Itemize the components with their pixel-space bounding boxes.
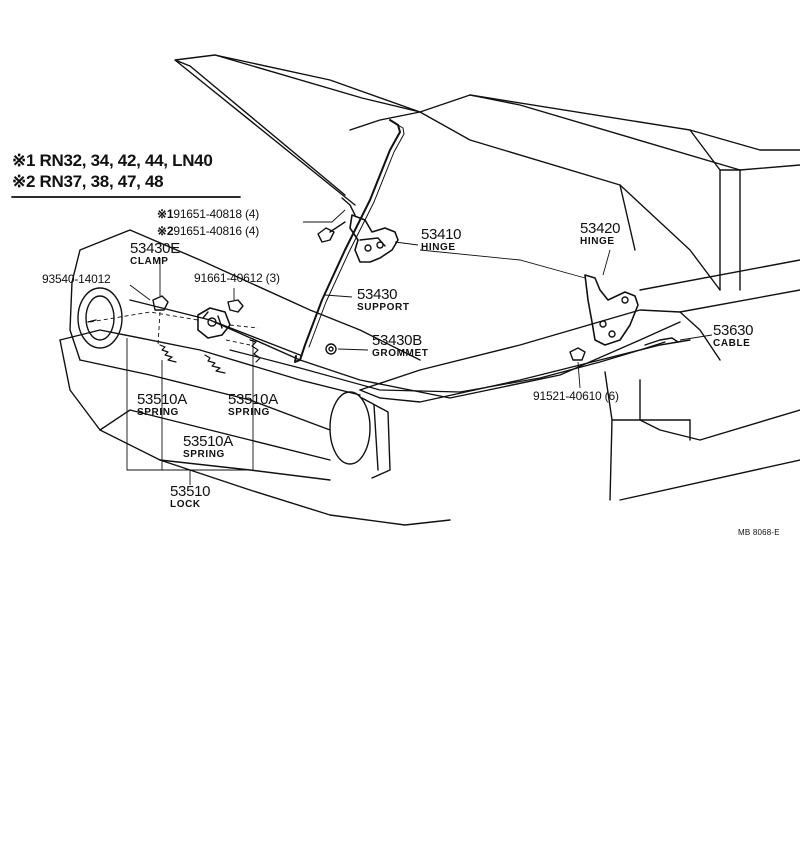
hinge-left-name: HINGE	[421, 242, 456, 253]
bolt-mark-2: ※2	[157, 224, 174, 238]
cable-name: CABLE	[713, 338, 751, 349]
legend-models-1: RN32, 34, 42, 44, LN40	[39, 151, 213, 170]
support-number: 53430	[357, 286, 398, 303]
bolt-part-1: 91651-40818 (4)	[173, 207, 260, 221]
reference-code: MB 8068-E	[738, 528, 780, 537]
leader-screw	[129, 284, 151, 301]
bolt-91661	[227, 299, 244, 313]
leader-hinge-left	[394, 241, 419, 246]
hood-support-rod	[294, 119, 401, 363]
left-headlight	[77, 287, 123, 349]
bolt-callout-1: ※191651-40818 (4)	[157, 208, 259, 220]
bolt-3-number: 91661-40612 (3)	[194, 271, 280, 285]
spring-c-number: 53510A	[183, 433, 233, 450]
bolt-callout-2: ※291651-40816 (4)	[157, 225, 259, 237]
hinge-right-number: 53420	[580, 220, 621, 237]
spring-b-number: 53510A	[228, 391, 278, 408]
leader-grommet	[337, 348, 369, 351]
spring-c-name: SPRING	[183, 449, 225, 460]
leader-hinge-right	[419, 249, 611, 279]
bolt-mark-1: ※1	[157, 207, 174, 221]
fender	[359, 309, 721, 391]
hood-lock	[197, 307, 231, 339]
grommet-name: GROMMET	[372, 348, 429, 359]
lock-name: LOCK	[170, 499, 201, 510]
right-headlight	[329, 391, 371, 465]
screw-number: 93540-14012	[42, 272, 111, 286]
spring-right	[249, 339, 261, 363]
spring-left	[159, 344, 177, 363]
bolt-part-2: 91651-40816 (4)	[173, 224, 260, 238]
grommet-number: 53430B	[372, 332, 422, 349]
right-hinge	[584, 274, 639, 346]
hood-panel	[174, 54, 421, 206]
legend-line-2: ※2 RN37, 38, 47, 48	[12, 172, 164, 191]
spring-middle	[204, 354, 226, 374]
legend-line-1: ※1 RN32, 34, 42, 44, LN40	[12, 152, 213, 169]
bolt-91651	[317, 227, 335, 243]
support-name: SUPPORT	[357, 302, 410, 313]
grommet	[325, 343, 337, 355]
spring-a-number: 53510A	[137, 391, 187, 408]
clamp-name: CLAMP	[130, 256, 169, 267]
leader-cable	[679, 334, 713, 341]
spring-a-name: SPRING	[137, 407, 179, 418]
spring-b-name: SPRING	[228, 407, 270, 418]
bolt-91521	[569, 347, 586, 361]
legend-mark-1: ※1	[12, 151, 36, 170]
hinge-left-number: 53410	[421, 226, 462, 243]
hinge-right-name: HINGE	[580, 236, 615, 247]
clamp-number: 53430E	[130, 240, 180, 257]
bolt-6-number: 91521-40610 (6)	[533, 389, 619, 403]
lock-number: 53510	[170, 483, 211, 500]
leader-bolt-91521	[577, 361, 581, 389]
legend-models-2: RN37, 38, 47, 48	[39, 172, 164, 191]
clamp	[152, 295, 169, 311]
leader-bolt-91651	[303, 209, 346, 223]
left-hinge	[349, 214, 399, 263]
front-body	[71, 229, 421, 361]
release-cable	[229, 341, 666, 393]
legend-mark-2: ※2	[12, 172, 36, 191]
cable-number: 53630	[713, 322, 754, 339]
leader-support	[324, 294, 353, 298]
